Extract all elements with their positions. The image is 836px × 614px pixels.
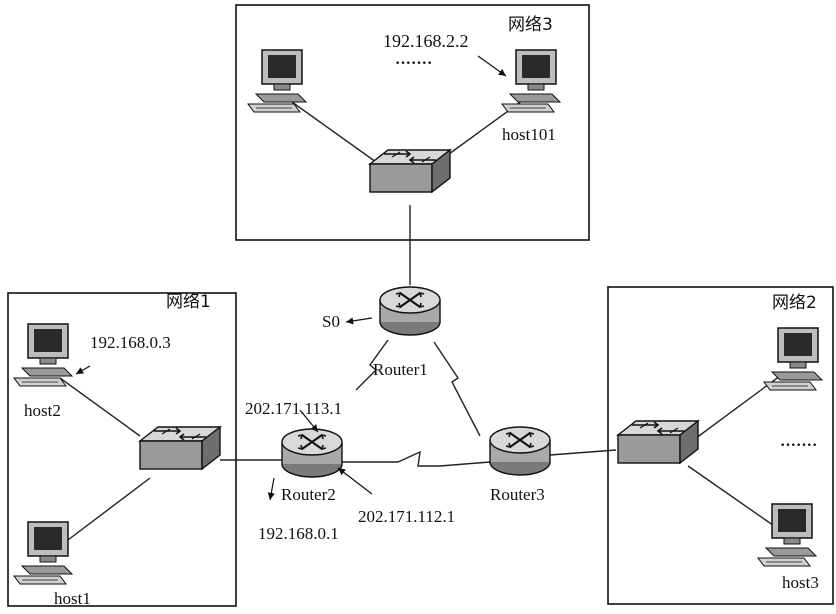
router3-icon bbox=[489, 426, 551, 476]
ellipsis-network2: ······· bbox=[780, 437, 817, 454]
network2-box bbox=[607, 286, 834, 605]
pc-host101 bbox=[501, 49, 561, 113]
network3-box bbox=[235, 4, 590, 241]
label-router3: Router3 bbox=[490, 485, 545, 504]
ip-router2-lan: 192.168.0.1 bbox=[258, 524, 339, 543]
router2-icon bbox=[281, 428, 343, 478]
switch-network3 bbox=[369, 149, 451, 193]
label-router2: Router2 bbox=[281, 485, 336, 504]
label-host1: host1 bbox=[54, 589, 91, 608]
ip-host2: 192.168.0.3 bbox=[90, 333, 171, 352]
annotation-arrows bbox=[75, 55, 507, 501]
network3-label: 网络3 bbox=[508, 15, 553, 35]
network2-label: 网络2 bbox=[772, 293, 817, 313]
label-host3: host3 bbox=[782, 573, 819, 592]
label-s0: S0 bbox=[322, 312, 340, 331]
ip-router2-serial: 202.171.113.1 bbox=[245, 399, 342, 418]
network1-box bbox=[7, 292, 237, 607]
pc-network3-left bbox=[247, 49, 307, 113]
switch-network1 bbox=[139, 426, 221, 470]
switch-network2 bbox=[617, 420, 699, 464]
label-host101: host101 bbox=[502, 125, 556, 144]
ip-router2-wan: 202.171.112.1 bbox=[358, 507, 455, 526]
label-host2: host2 bbox=[24, 401, 61, 420]
router1-icon bbox=[379, 286, 441, 336]
pc-host2 bbox=[13, 323, 73, 387]
network1-label: 网络1 bbox=[166, 292, 211, 312]
ellipsis-network3: ······· bbox=[395, 55, 432, 72]
label-router1: Router1 bbox=[373, 360, 428, 379]
pc-host1 bbox=[13, 521, 73, 585]
ip-host101: 192.168.2.2 bbox=[383, 31, 469, 51]
pc-host3 bbox=[757, 503, 817, 567]
